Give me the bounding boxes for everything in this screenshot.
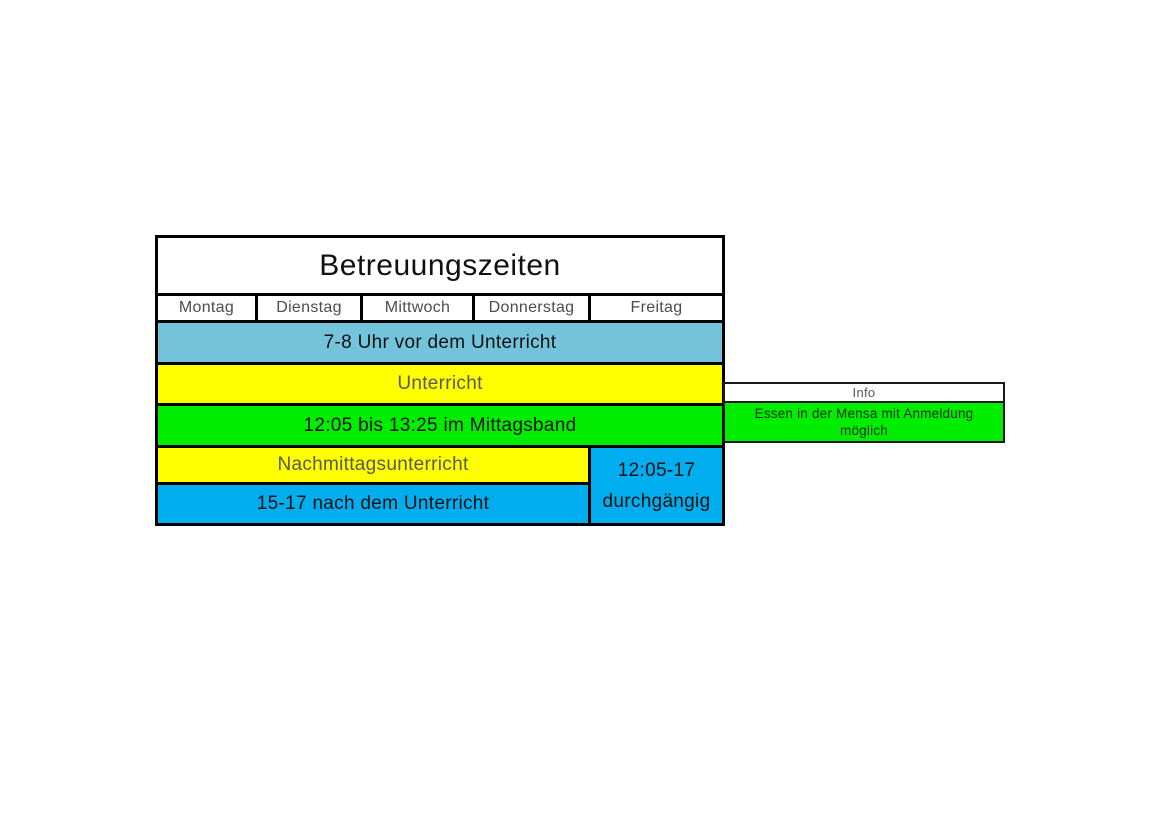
row-midday-band: 12:05 bis 13:25 im Mittagsband [158, 406, 722, 445]
day-header-mittwoch: Mittwoch [363, 296, 472, 320]
info-box-header: Info [723, 382, 1005, 403]
day-header-dienstag: Dienstag [258, 296, 360, 320]
info-box: Info Essen in der Mensa mit Anmeldung mö… [723, 382, 1005, 443]
friday-time-range: 12:05-17 [617, 459, 696, 481]
cell-friday-continuous: 12:05-17 durchgängig [591, 448, 722, 523]
friday-time-label: durchgängig [602, 490, 711, 512]
info-box-body: Essen in der Mensa mit Anmeldung möglich [723, 401, 1005, 443]
schedule-table: Betreuungszeiten Montag Dienstag Mittwoc… [155, 235, 725, 526]
day-header-montag: Montag [158, 296, 255, 320]
row-lessons: Unterricht [158, 365, 722, 403]
row-afternoon-lessons: Nachmittagsunterricht [158, 448, 588, 482]
row-morning-care: 7-8 Uhr vor dem Unterricht [158, 323, 722, 362]
day-header-freitag: Freitag [591, 296, 722, 320]
table-title: Betreuungszeiten [158, 238, 722, 293]
row-after-school-care: 15-17 nach dem Unterricht [158, 485, 588, 523]
day-header-donnerstag: Donnerstag [475, 296, 588, 320]
